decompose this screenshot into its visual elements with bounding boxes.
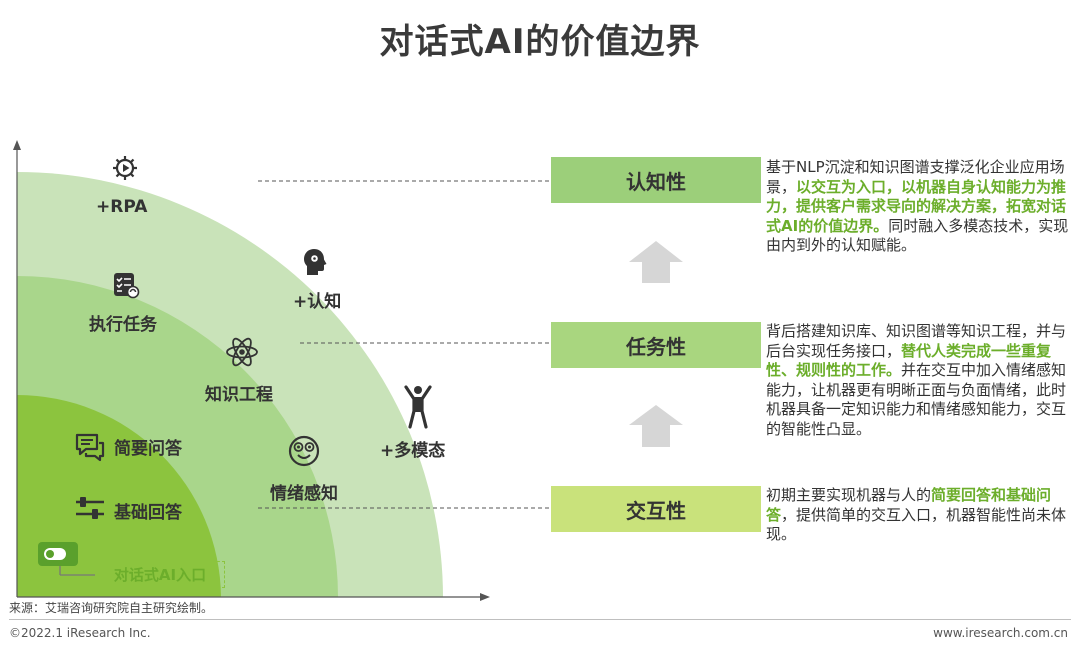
checklist-icon: [114, 273, 140, 299]
emotion-label: 情绪感知: [270, 484, 338, 504]
desc-task-highlight: 替代人类完成一些重复性、规则性的工作。: [766, 341, 1052, 380]
multimodal-label: +多模态: [380, 441, 446, 461]
tag-task: 任务性: [551, 322, 761, 368]
atom-icon: [226, 337, 258, 367]
y-axis-arrow: [13, 140, 21, 150]
desc-cognitive: 基于NLP沉淀和知识图谱支撑泛化企业应用场景，以交互为入口，以机器自身认知能力为…: [766, 158, 1076, 256]
emoji-face-icon: [288, 435, 320, 467]
desc-task-pre: 背后搭建知识库、知识图谱等知识工程，并与后台实现任务接口，: [766, 322, 1067, 360]
chat-bubble-icon: [75, 433, 105, 462]
page-title: 对话式AI的价值边界: [379, 22, 701, 62]
desc-interaction-pre: 初期主要实现机器与人的: [766, 486, 932, 504]
source-note: 来源：艾瑞咨询研究院自主研究绘制。: [9, 601, 214, 615]
person-arms-up-icon: [404, 385, 432, 429]
desc-interaction-post: ，提供简单的交互入口，机器智能性尚未体现。: [766, 505, 1067, 544]
gear-icon: [113, 156, 137, 180]
desc-interaction: 初期主要实现机器与人的简要回答和基础问答，提供简单的交互入口，机器智能性尚未体现…: [766, 486, 1076, 545]
copyright: ©2022.1 iResearch Inc.: [9, 626, 151, 640]
footer-divider: [9, 619, 1071, 620]
website-url: www.iresearch.com.cn: [933, 626, 1068, 640]
entry-label: 对话式AI入口: [95, 561, 225, 588]
tag-interaction: 交互性: [551, 486, 761, 532]
knowledge-label: 知识工程: [205, 385, 273, 405]
basic-label: 基础回答: [114, 503, 182, 523]
x-axis-arrow: [480, 593, 490, 601]
cognition-label: +认知: [293, 292, 342, 312]
up-arrow-lower: [629, 405, 683, 447]
desc-cognitive-pre: 基于NLP沉淀和知识图谱支撑泛化企业应用场景，: [766, 158, 1065, 196]
desc-interaction-highlight: 简要回答和基础问答: [766, 486, 1052, 524]
brain-head-icon: [304, 249, 327, 275]
desc-cognitive-highlight: 以交互为入口，以机器自身认知能力为推力，提供客户需求导向的解决方案，拓宽对话式A…: [766, 177, 1067, 235]
up-arrow-upper: [629, 241, 683, 283]
desc-task-post: 并在交互中加入情绪感知能力，让机器更有明晰正面与负面情绪，此时机器具备一定知识能…: [766, 361, 1067, 438]
rpa-label: +RPA: [96, 197, 148, 217]
desc-cognitive-post: 同时融入多模态技术，实现由内到外的认知赋能。: [766, 216, 1069, 255]
task-label: 执行任务: [89, 315, 157, 335]
qa-label: 简要问答: [114, 439, 182, 459]
sliders-icon: [76, 497, 104, 519]
toggle-switch-icon: [38, 542, 78, 566]
tag-cognitive: 认知性: [551, 157, 761, 203]
desc-task: 背后搭建知识库、知识图谱等知识工程，并与后台实现任务接口，替代人类完成一些重复性…: [766, 322, 1076, 439]
